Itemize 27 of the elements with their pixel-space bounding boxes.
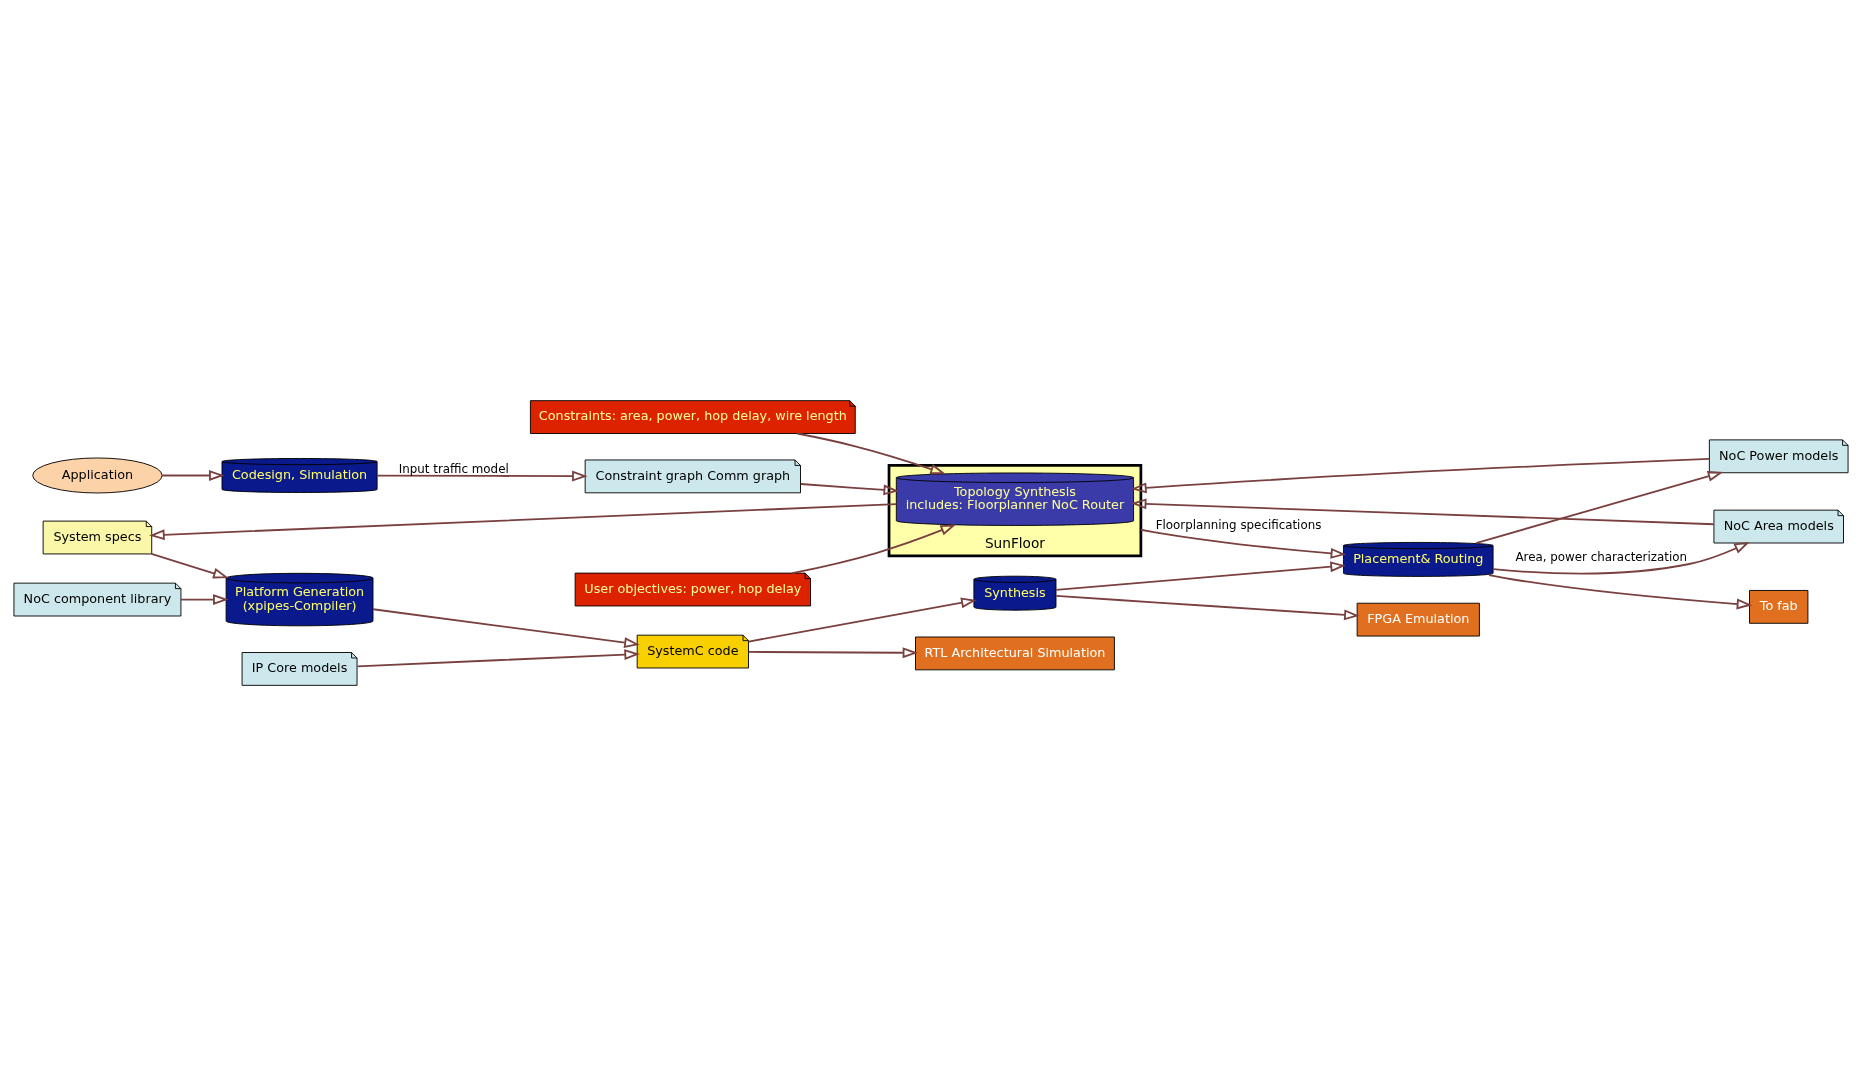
arrow bbox=[747, 647, 919, 659]
arrow bbox=[372, 608, 640, 648]
arrow bbox=[1488, 574, 1753, 610]
arrow bbox=[1130, 498, 1715, 526]
arrow bbox=[1131, 458, 1711, 494]
node-ellipse: Application bbox=[32, 457, 163, 494]
arrow bbox=[1492, 541, 1750, 575]
arrow bbox=[161, 470, 225, 481]
arrow bbox=[799, 483, 900, 496]
edge-label: Area, power characterization bbox=[1515, 549, 1688, 564]
node-box: RTL Architectural Simulation bbox=[915, 636, 1115, 671]
node-box: FPGA Emulation bbox=[1356, 602, 1480, 637]
edge-label: Input traffic model bbox=[398, 462, 509, 477]
arrow bbox=[796, 432, 946, 475]
arrow bbox=[149, 503, 898, 541]
arrow bbox=[180, 594, 229, 606]
arrow bbox=[356, 649, 640, 668]
node-box: To fab bbox=[1749, 590, 1809, 624]
arrow bbox=[1475, 471, 1724, 544]
arrow bbox=[747, 597, 977, 643]
arrow bbox=[791, 524, 957, 574]
arrow bbox=[376, 470, 588, 482]
edge-label: Floorplanning specifications bbox=[1155, 517, 1322, 532]
arrow bbox=[150, 553, 229, 579]
arrow bbox=[1055, 561, 1346, 591]
arrow bbox=[1055, 594, 1360, 621]
arrow bbox=[1139, 528, 1347, 559]
